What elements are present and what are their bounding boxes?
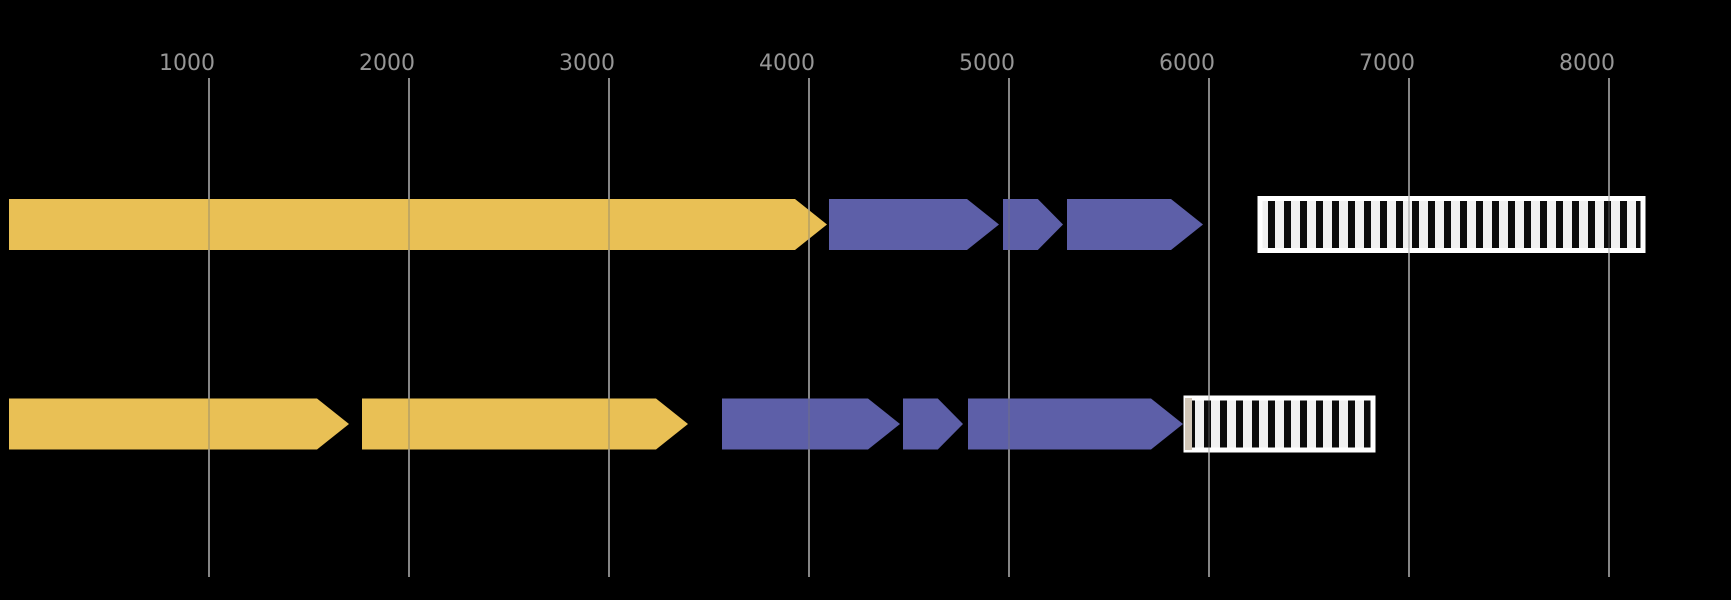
axis-tick-label: 7000 [1359, 51, 1415, 76]
gene-arrow [9, 398, 349, 450]
axis-tick-label: 6000 [1159, 51, 1215, 76]
axis-tick-label: 5000 [959, 51, 1015, 76]
gridline-seam-overlay-layer [208, 78, 1610, 577]
gene-arrow [1003, 199, 1063, 250]
gene-arrow [362, 398, 688, 450]
axis-tick-label: 3000 [559, 51, 615, 76]
gridlines-layer [208, 78, 1610, 577]
gene-arrow [1067, 199, 1203, 250]
axis-tick-labels-layer: 1000 2000 3000 4000 5000 6000 7000 8000 [159, 51, 1615, 76]
features-layer [9, 196, 1646, 453]
hatched-feature-box [1183, 395, 1376, 453]
axis-tick-label: 8000 [1559, 51, 1615, 76]
axis-tick-label: 2000 [359, 51, 415, 76]
hatched-feature-box [1257, 196, 1646, 253]
gene-arrow [968, 398, 1183, 450]
axis-tick-label: 1000 [159, 51, 215, 76]
hatched-box-left-edge [1185, 398, 1192, 450]
gene-arrow [829, 199, 999, 250]
gene-arrow [722, 398, 900, 450]
gene-arrow [903, 398, 963, 450]
axis-tick-label: 4000 [759, 51, 815, 76]
gene-arrow [9, 199, 827, 250]
